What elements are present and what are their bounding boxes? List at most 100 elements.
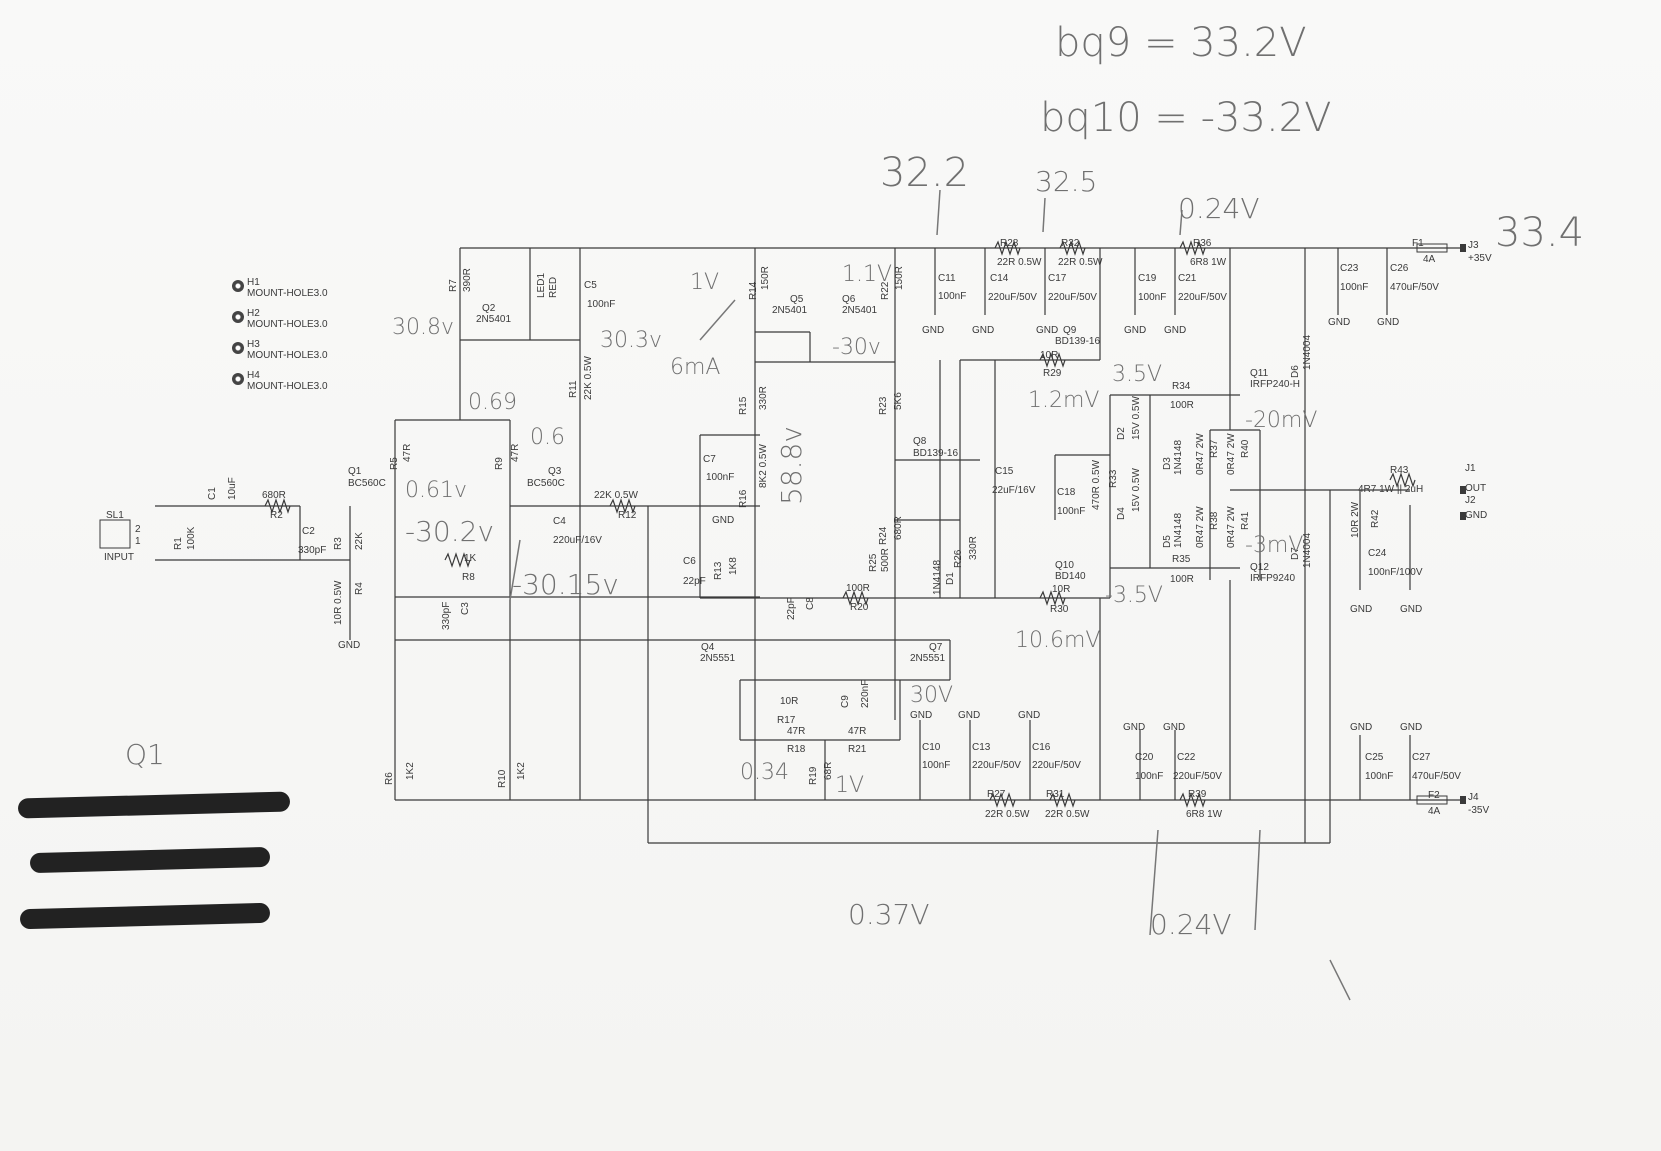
c7-value: 100nF <box>706 472 735 483</box>
led1-value: RED <box>548 276 559 298</box>
q3-value: BC560C <box>527 478 565 489</box>
c13-ref: C13 <box>972 742 991 753</box>
r30-value: 10R <box>1052 584 1071 595</box>
c7-ref: C7 <box>703 454 716 465</box>
sl1-pin2: 2 <box>135 524 141 535</box>
handwritten-minus-30-15: -30.15v <box>512 568 619 601</box>
d6-value: 1N4004 <box>1302 334 1313 370</box>
q4-ref: Q4 <box>701 642 715 653</box>
d2-ref: D2 <box>1116 427 1127 440</box>
c14-value: 220uF/50V <box>988 292 1037 303</box>
q10-value: BD140 <box>1055 571 1086 582</box>
mount-hole-name: MOUNT-HOLE3.0 <box>247 381 328 392</box>
r33-value: 470R 0.5W <box>1091 459 1102 510</box>
mount-hole-name: MOUNT-HOLE3.0 <box>247 319 328 330</box>
handwritten-58-8: 58.8v <box>775 426 808 505</box>
handwritten-30-3: 30.3v <box>600 328 663 353</box>
r16-value: 8K2 0.5W <box>758 444 769 488</box>
sl1-pin1: 1 <box>135 536 141 547</box>
d6-ref: D6 <box>1290 365 1301 378</box>
c9-value: 220nF <box>860 679 871 708</box>
c11-value: 100nF <box>938 291 967 302</box>
c8-ref: C8 <box>805 597 816 610</box>
handwritten-bq10: bq10 = -33.2V <box>1040 95 1332 141</box>
handwritten-30v: 30V <box>910 683 954 708</box>
r29-ref: R29 <box>1043 368 1062 379</box>
gnd-label: GND <box>1350 604 1373 615</box>
r1-ref: R1 <box>173 537 184 550</box>
handwritten-3-5: 3.5V <box>1112 362 1163 387</box>
r38-value: 0R47 2W <box>1195 506 1206 548</box>
q8-value: BD139-16 <box>913 448 959 459</box>
d4-ref: D4 <box>1116 507 1127 520</box>
r8-ref: R8 <box>462 572 475 583</box>
r12-ref: R12 <box>618 510 637 521</box>
d4-value: 15V 0.5W <box>1131 468 1142 512</box>
r19-value: 68R <box>823 761 834 780</box>
handwritten-0-69: 0.69 <box>468 390 517 415</box>
handwritten-minus-3-5: -3.5V <box>1105 583 1163 608</box>
r37-value: 0R47 2W <box>1195 433 1206 475</box>
r22-value: 150R <box>894 266 905 290</box>
j2-ref: J2 <box>1465 495 1476 506</box>
gnd-label: GND <box>958 710 981 721</box>
r6-ref: R6 <box>384 772 395 785</box>
r36-value: 6R8 1W <box>1190 257 1227 268</box>
handwritten-0-24-top: 0.24V <box>1178 192 1260 225</box>
c27-ref: C27 <box>1412 752 1431 763</box>
r2-ref: R2 <box>270 510 283 521</box>
c2-value: 330pF <box>298 545 327 556</box>
r20-value: 100R <box>846 583 870 594</box>
j3-ref: J3 <box>1468 240 1479 251</box>
c1-ref: C1 <box>207 487 218 500</box>
c2-ref: C2 <box>302 526 315 537</box>
r42-ref: R42 <box>1370 509 1381 528</box>
r21-ref: R21 <box>848 744 867 755</box>
r26-value: 330R <box>968 536 979 560</box>
r38-ref: R38 <box>1209 511 1220 530</box>
gnd-label: GND <box>1123 722 1146 733</box>
c22-value: 220uF/50V <box>1173 771 1222 782</box>
handwritten-33-4: 33.4 <box>1495 210 1585 256</box>
j1-name: OUT <box>1465 483 1487 494</box>
r23-ref: R23 <box>878 396 889 415</box>
gnd-label: GND <box>1036 325 1059 336</box>
r32-value: 22R 0.5W <box>1058 257 1103 268</box>
mount-hole-icon <box>232 280 244 292</box>
mount-hole-icon <box>232 311 244 323</box>
c17-value: 220uF/50V <box>1048 292 1097 303</box>
r25-ref: R25 <box>868 553 879 572</box>
gnd-label: GND <box>1124 325 1147 336</box>
handwritten-32-2: 32.2 <box>880 150 970 196</box>
r30-ref: R30 <box>1050 604 1069 615</box>
sl1-name: INPUT <box>104 552 134 563</box>
c25-value: 100nF <box>1365 771 1394 782</box>
j2-name: GND <box>1465 510 1488 521</box>
c13-value: 220uF/50V <box>972 760 1021 771</box>
led1-ref: LED1 <box>536 272 547 298</box>
r4-ref: R4 <box>354 582 365 595</box>
mount-hole-label: H3 <box>247 339 260 350</box>
c1-value: 10uF <box>227 477 238 500</box>
r17-value: 10R <box>780 696 799 707</box>
gnd-label: GND <box>1377 317 1400 328</box>
j1-ref: J1 <box>1465 463 1476 474</box>
gnd-label: GND <box>972 325 995 336</box>
d5-ref: D5 <box>1162 535 1173 548</box>
r5-value: 47R <box>402 443 413 462</box>
q9-ref: Q9 <box>1063 325 1077 336</box>
c20-value: 100nF <box>1135 771 1164 782</box>
handwritten-32-5: 32.5 <box>1035 165 1098 198</box>
r36-ref: R36 <box>1193 238 1212 249</box>
r11-value: 22K 0.5W <box>583 356 594 400</box>
r20-ref: R20 <box>850 602 869 613</box>
gnd-label: GND <box>922 325 945 336</box>
r13-ref: R13 <box>713 561 724 580</box>
c6-ref: C6 <box>683 556 696 567</box>
mount-hole-name: MOUNT-HOLE3.0 <box>247 288 328 299</box>
r24-ref: R24 <box>878 526 889 545</box>
d3-value: 1N4148 <box>1173 439 1184 475</box>
q12-ref: Q12 <box>1250 562 1269 573</box>
c17-ref: C17 <box>1048 273 1067 284</box>
r31-value: 22R 0.5W <box>1045 809 1090 820</box>
